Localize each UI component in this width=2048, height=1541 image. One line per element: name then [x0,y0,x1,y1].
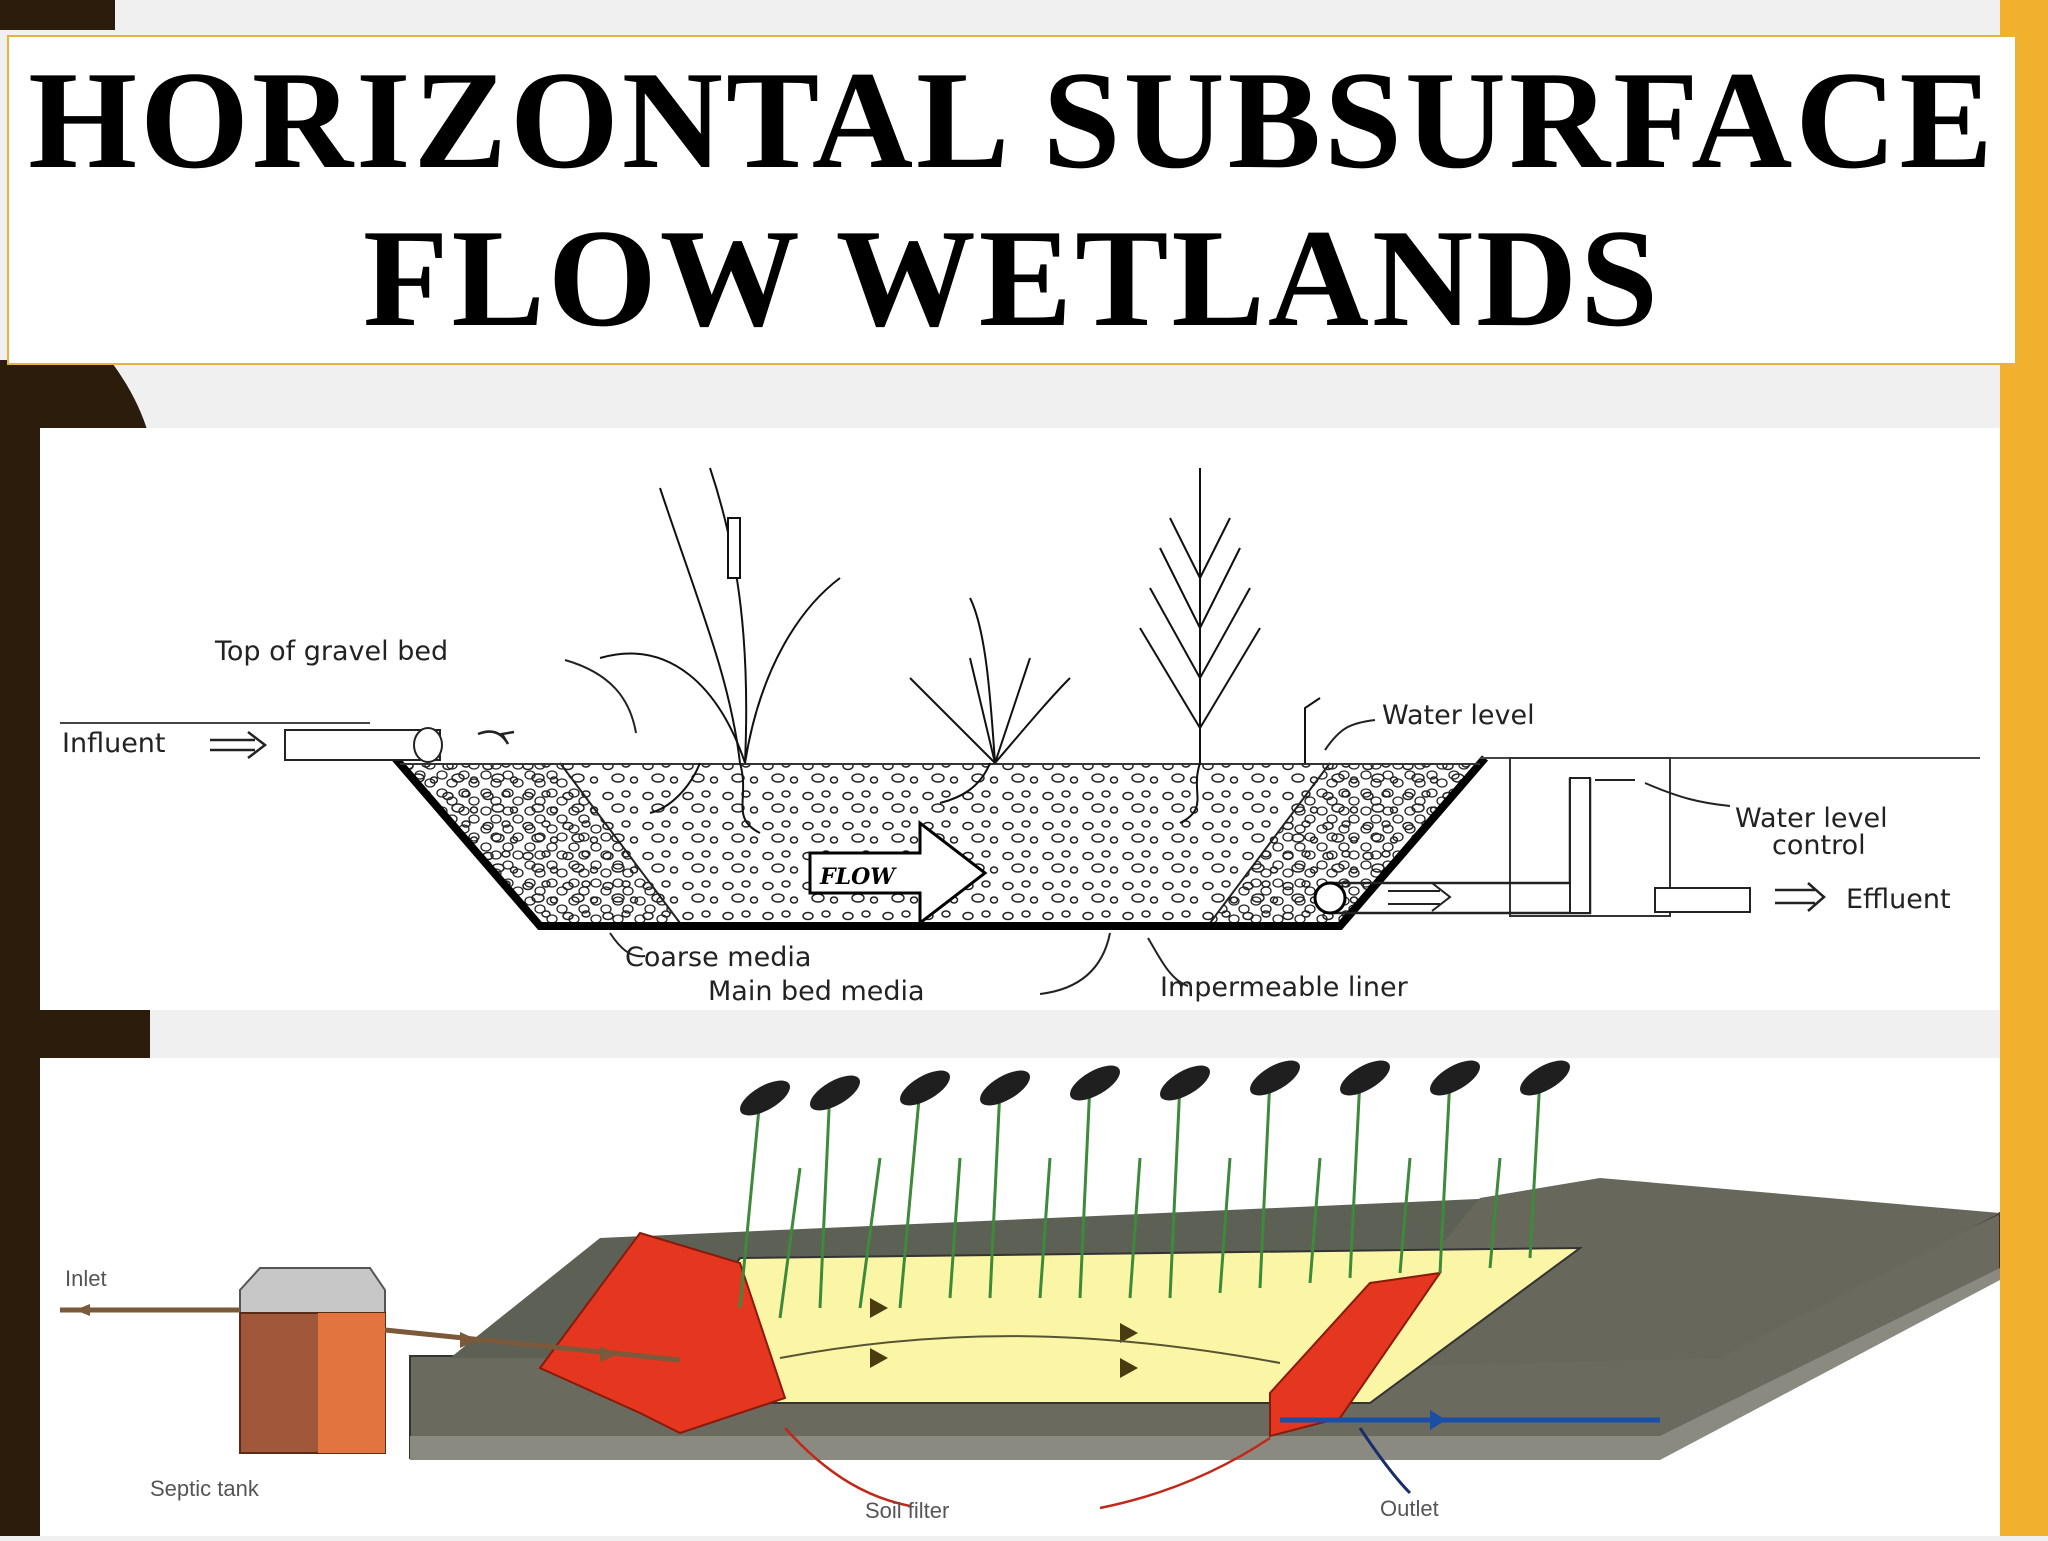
effluent-pipe [1654,887,1751,913]
top-of-gravel-bed-label: Top of gravel bed [214,636,448,667]
influent-pipe-end [413,727,443,763]
right-berm [1340,1178,2000,1368]
coarse-media-right [1210,763,1480,923]
soil-filter-right [1269,1271,1443,1438]
wetland-3d-diagram: Inlet Septic tank Soil filter Outlet [60,1060,2001,1523]
outlet-valve-icon [1313,881,1347,915]
effluent-label: Effluent [1846,884,1951,915]
effluent-arrow-icon [1775,882,1826,912]
outlet-leader [1358,1427,1412,1495]
media-dividers [559,762,1331,924]
title-line-2: FLOW WETLANDS [362,201,1662,356]
influent-arrow-icon [210,731,268,759]
flow-arrow-icon [808,819,988,927]
title-banner: HORIZONTAL SUBSURFACE FLOW WETLANDS [7,35,2017,365]
coarse-media-label: Coarse media [625,942,811,973]
flow-label: FLOW [819,864,897,890]
septic-tank-lid [239,1267,386,1314]
cattail-plant-icon [659,487,741,764]
wetland-3d-panel: Inlet Septic tank Soil filter Outlet [40,1058,2001,1536]
outlet-label: Outlet [1380,1496,1439,1521]
septic-tank-label: Septic tank [150,1476,260,1501]
water-level-label: Water level [1382,700,1535,731]
soil-filter-left [538,1231,787,1435]
coarse-media-left [400,763,680,923]
title-line-1: HORIZONTAL SUBSURFACE [28,43,1996,198]
inlet-arrow-icon [75,1304,90,1316]
water-level-control-box [1509,757,1671,917]
wetland-cross-section-panel: FLOW Top of gravel bed Influent [40,428,2000,1010]
inflow-curve-arrow-icon [477,730,515,745]
main-bed-media-label: Main bed media [708,976,925,1007]
plant-illustrations [599,467,1321,834]
wetland-cross-section-diagram: FLOW Top of gravel bed Influent [60,467,1980,1007]
broadleaf-plant-icon [969,597,996,764]
outlet-arrow-icon [1430,1410,1446,1430]
impermeable-liner [391,755,1489,930]
inlet-label: Inlet [65,1266,107,1291]
soil-filter-label: Soil filter [865,1498,949,1523]
reed-plumes [740,1060,1570,1116]
water-level-control-label-2: control [1772,830,1866,861]
tank-to-bed-pipe [384,1327,681,1363]
impermeable-liner-label: Impermeable liner [1160,972,1409,1003]
outflow-arrow-icon [1388,882,1452,912]
label-leader-lines [564,659,1731,995]
influent-label: Influent [62,728,166,759]
water-level-control-label-1: Water level [1735,803,1888,834]
dark-corner-top [0,0,115,30]
reed-plants [738,1077,1542,1319]
outlet-pipe [1330,881,1565,915]
ground-slab-edge [410,1268,2000,1460]
soil-filter-leaders [784,1427,1271,1510]
